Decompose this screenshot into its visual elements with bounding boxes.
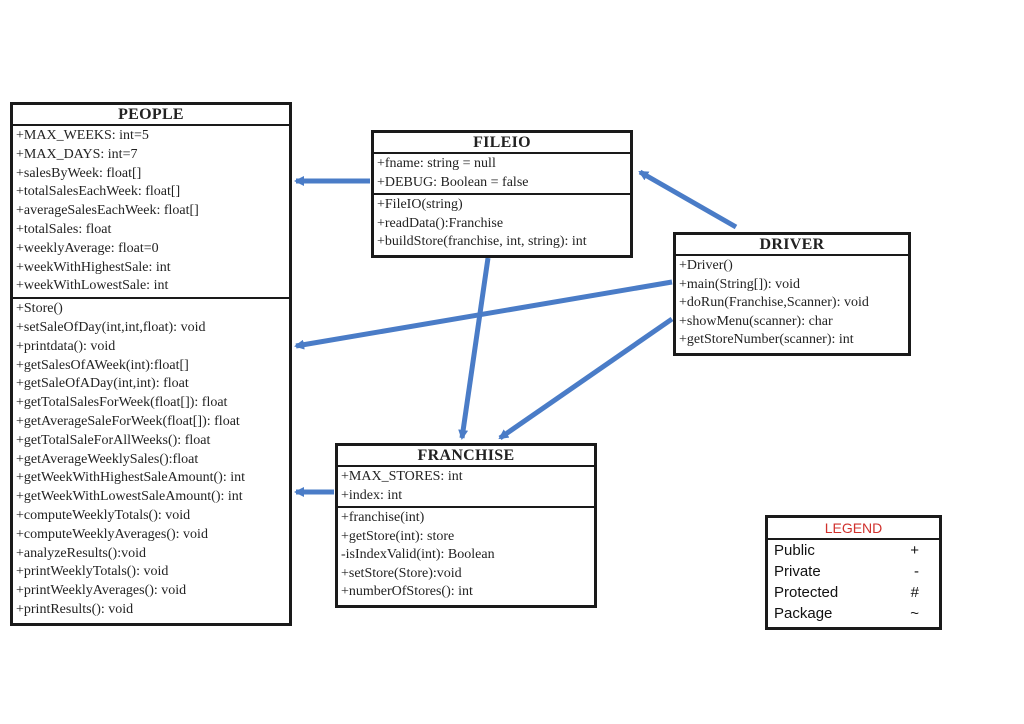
legend-symbol: + — [910, 542, 919, 559]
legend-item: Private - — [768, 561, 939, 582]
class-fileio: FILEIO +fname: string = null +DEBUG: Bool… — [371, 130, 633, 258]
member-row: +readData():Franchise — [377, 215, 504, 231]
member-row: +getAverageWeeklySales():float — [16, 451, 199, 467]
member-row: +getStoreNumber(scanner): int — [679, 332, 854, 347]
member-row: +totalSalesEachWeek: float[] — [16, 184, 181, 200]
member-row: +setStore(Store):void — [341, 565, 462, 581]
methods-section: +franchise(int) +getStore(int): store -isI… — [338, 508, 594, 603]
legend: LEGEND Public + Private - Protected # Package ~ — [765, 515, 942, 630]
member-row: +setSaleOfDay(int,int,float): void — [16, 319, 206, 335]
attributes-section: +fname: string = null +DEBUG: Boolean = f… — [374, 154, 630, 195]
member-row: +salesByWeek: float[] — [16, 165, 142, 181]
member-row: +MAX_DAYS: int=7 — [16, 146, 138, 162]
member-row: +getAverageSaleForWeek(float[]): float — [16, 413, 240, 429]
legend-label: Package — [774, 605, 833, 622]
member-row: +computeWeeklyAverages(): void — [16, 526, 208, 542]
methods-section: +Store() +setSaleOfDay(int,int,float): vo… — [13, 299, 289, 621]
attributes-section: +MAX_STORES: int +index: int — [338, 467, 594, 508]
legend-item: Protected # — [768, 582, 939, 603]
member-row: +showMenu(scanner): char — [679, 313, 833, 329]
legend-symbol: ~ — [910, 605, 919, 622]
member-row: +main(String[]): void — [679, 276, 801, 292]
arrow-fileio-to-franchise — [458, 257, 491, 440]
member-row: +getSaleOfADay(int,int): float — [16, 376, 189, 392]
class-name: DRIVER — [676, 235, 908, 256]
legend-symbol: # — [910, 584, 919, 601]
member-row: +getTotalSaleForAllWeeks(): float — [16, 432, 211, 448]
member-row: +buildStore(franchise, int, string): int — [377, 234, 587, 249]
member-row: +printResults(): void — [16, 601, 134, 617]
member-row: +getWeekWithLowestSaleAmount(): int — [16, 489, 243, 505]
class-franchise: FRANCHISE +MAX_STORES: int +index: int +f… — [335, 443, 597, 608]
member-row: +weekWithLowestSale: int — [16, 278, 169, 294]
methods-section: +FileIO(string) +readData():Franchise +bui… — [374, 195, 630, 253]
member-row: -isIndexValid(int): Boolean — [341, 547, 495, 562]
member-row: +MAX_STORES: int — [341, 469, 463, 484]
member-row: +FileIO(string) — [377, 197, 463, 212]
arrow-driver-to-fileio — [638, 169, 738, 230]
member-row: +computeWeeklyTotals(): void — [16, 507, 191, 523]
methods-section: +Driver() +main(String[]): void +doRun(Fra… — [676, 256, 908, 351]
legend-label: Protected — [774, 584, 839, 601]
member-row: +weekWithHighestSale: int — [16, 259, 171, 275]
arrow-driver-to-people — [294, 279, 673, 350]
member-row: +totalSales: float — [16, 221, 112, 237]
class-name: PEOPLE — [13, 105, 289, 126]
member-row: +Store() — [16, 301, 63, 317]
member-row: +fname: string = null — [377, 156, 496, 171]
member-row: +analyzeResults():void — [16, 545, 146, 561]
member-row: +index: int — [341, 487, 403, 503]
legend-label: Private — [774, 563, 821, 580]
member-row: +DEBUG: Boolean = false — [377, 174, 529, 190]
legend-title: LEGEND — [768, 518, 939, 540]
member-row: +getWeekWithHighestSaleAmount(): int — [16, 470, 245, 486]
member-row: +MAX_WEEKS: int=5 — [16, 128, 149, 143]
attributes-section: +MAX_WEEKS: int=5 +MAX_DAYS: int=7 +salesB… — [13, 126, 289, 300]
member-row: +numberOfStores(): int — [341, 584, 473, 599]
member-row: +printdata(): void — [16, 338, 116, 354]
member-row: +Driver() — [679, 258, 733, 273]
member-row: +weeklyAverage: float=0 — [16, 240, 159, 256]
member-row: +getSalesOfAWeek(int):float[] — [16, 357, 189, 373]
member-row: +getStore(int): store — [341, 528, 455, 544]
class-people: PEOPLE +MAX_WEEKS: int=5 +MAX_DAYS: int=7… — [10, 102, 292, 626]
member-row: +printWeeklyAverages(): void — [16, 583, 187, 599]
member-row: +franchise(int) — [341, 510, 425, 525]
legend-items: Public + Private - Protected # Package ~ — [768, 540, 939, 624]
legend-label: Public — [774, 542, 815, 559]
class-name: FILEIO — [374, 133, 630, 154]
class-driver: DRIVER +Driver() +main(String[]): void +do… — [673, 232, 911, 356]
member-row: +getTotalSalesForWeek(float[]): float — [16, 395, 228, 411]
legend-item: Public + — [768, 540, 939, 561]
legend-symbol: - — [914, 563, 919, 580]
member-row: +averageSalesEachWeek: float[] — [16, 203, 199, 219]
member-row: +printWeeklyTotals(): void — [16, 564, 169, 580]
arrow-driver-to-franchise — [498, 316, 674, 441]
member-row: +doRun(Franchise,Scanner): void — [679, 295, 869, 310]
class-name: FRANCHISE — [338, 446, 594, 467]
legend-item: Package ~ — [768, 603, 939, 624]
